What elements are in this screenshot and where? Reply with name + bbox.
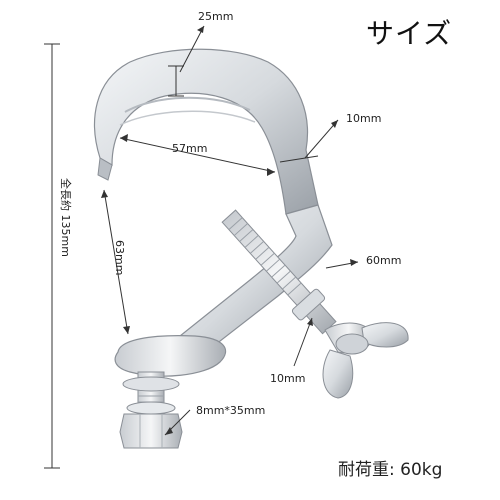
hook-lower-arm (179, 204, 333, 351)
load-capacity: 耐荷重: 60kg (338, 460, 443, 480)
wing-nut-icon (322, 322, 409, 399)
page-title: サイズ (366, 17, 453, 50)
label-lower-span: 63mm (113, 240, 126, 276)
hook-upper-body (94, 48, 319, 215)
label-bolt-diameter: 10mm (270, 372, 306, 385)
label-side-thickness: 10mm (346, 112, 382, 125)
base-plate (114, 335, 226, 377)
hex-nut-icon (119, 413, 183, 449)
label-top-thickness: 25mm (198, 10, 234, 23)
label-bolt-length: 60mm (366, 254, 402, 267)
label-base-bolt: 8mm*35mm (196, 404, 266, 417)
label-inner-width: 57mm (172, 142, 208, 155)
label-total-length: 全長約 135mm (59, 178, 72, 257)
